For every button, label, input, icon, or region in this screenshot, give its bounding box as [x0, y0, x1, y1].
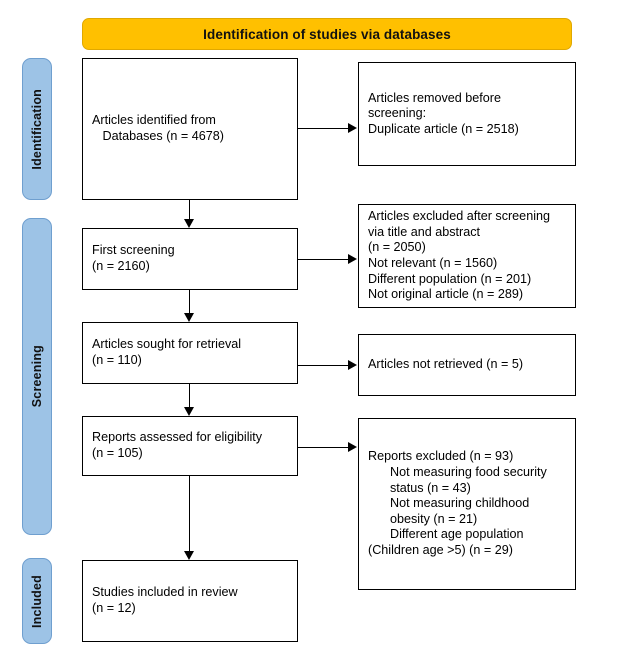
box-line: Different population (n = 201) — [368, 271, 532, 286]
box-articles-excluded-screening: Articles excluded after screening via ti… — [358, 204, 576, 308]
box-line: Articles excluded after screening — [368, 209, 551, 224]
arrowhead-retrieval-to-not-retrieved — [348, 359, 357, 370]
box-line: (n = 110) — [92, 353, 142, 367]
connector-identified-to-screening — [189, 200, 190, 219]
stage-label-screening: Screening — [22, 218, 52, 535]
box-line: via title and abstract — [368, 224, 481, 239]
box-articles-identified: Articles identified from Databases (n = … — [82, 58, 298, 200]
arrowhead-identified-to-screening — [183, 219, 194, 228]
box-articles-not-retrieved: Articles not retrieved (n = 5) — [358, 334, 576, 396]
box-first-screening: First screening (n = 2160) — [82, 228, 298, 290]
box-reports-excluded: Reports excluded (n = 93) Not measuring … — [358, 418, 576, 590]
box-reports-assessed-eligibility: Reports assessed for eligibility (n = 10… — [82, 416, 298, 476]
arrowhead-screening-to-excluded — [348, 253, 357, 264]
arrowhead-screening-to-retrieval — [183, 313, 194, 322]
stage-label-included-text: Included — [30, 574, 44, 628]
box-line: Not measuring childhood — [390, 496, 530, 511]
box-line: Different age population — [390, 527, 524, 542]
box-line: screening: — [368, 106, 427, 121]
box-line: Databases (n = 4678) — [92, 129, 224, 143]
box-studies-included-review: Studies included in review (n = 12) — [82, 560, 298, 642]
arrowhead-retrieval-to-eligibility — [183, 407, 194, 416]
box-line: Duplicate article (n = 2518) — [368, 121, 519, 136]
box-line: Articles sought for retrieval — [92, 337, 242, 352]
arrowhead-eligibility-to-excluded-reports — [348, 441, 357, 452]
connector-screening-to-excluded — [298, 259, 348, 260]
arrowhead-identified-to-removed — [348, 122, 357, 133]
box-line: Reports excluded (n = 93) — [368, 449, 514, 464]
box-line: Articles removed before — [368, 90, 501, 105]
box-line: Not measuring food security — [390, 465, 547, 480]
diagram-header-banner: Identification of studies via databases — [82, 18, 572, 50]
connector-screening-to-retrieval — [189, 290, 190, 313]
box-line: status (n = 43) — [390, 480, 471, 495]
box-line: (n = 105) — [92, 446, 143, 460]
stage-label-screening-text: Screening — [30, 345, 44, 408]
stage-label-included: Included — [22, 558, 52, 644]
stage-label-identification: Identification — [22, 58, 52, 200]
connector-eligibility-to-excluded-reports — [298, 447, 348, 448]
box-line: Articles identified from — [92, 113, 216, 128]
connector-retrieval-to-not-retrieved — [298, 365, 348, 366]
box-line: Articles not retrieved (n = 5) — [368, 357, 524, 372]
connector-identified-to-removed — [298, 128, 348, 129]
box-line: (Children age >5) (n = 29) — [368, 542, 513, 557]
box-line: Studies included in review — [92, 585, 238, 600]
box-line: (n = 12) — [92, 601, 136, 615]
connector-eligibility-to-included — [189, 476, 190, 551]
stage-label-identification-text: Identification — [30, 88, 44, 170]
box-line: Not relevant (n = 1560) — [368, 256, 498, 270]
box-line: First screening — [92, 243, 175, 258]
box-line: (n = 2050) — [368, 240, 426, 255]
diagram-header-title: Identification of studies via databases — [203, 26, 451, 42]
box-line: (n = 2160) — [92, 259, 150, 273]
box-articles-removed: Articles removed before screening: Dupli… — [358, 62, 576, 166]
box-line: Reports assessed for eligibility — [92, 430, 263, 445]
box-line: Not original article (n = 289) — [368, 287, 524, 302]
arrowhead-eligibility-to-included — [183, 551, 194, 560]
connector-retrieval-to-eligibility — [189, 384, 190, 407]
box-articles-sought-retrieval: Articles sought for retrieval (n = 110) — [82, 322, 298, 384]
box-line: obesity (n = 21) — [390, 511, 478, 526]
